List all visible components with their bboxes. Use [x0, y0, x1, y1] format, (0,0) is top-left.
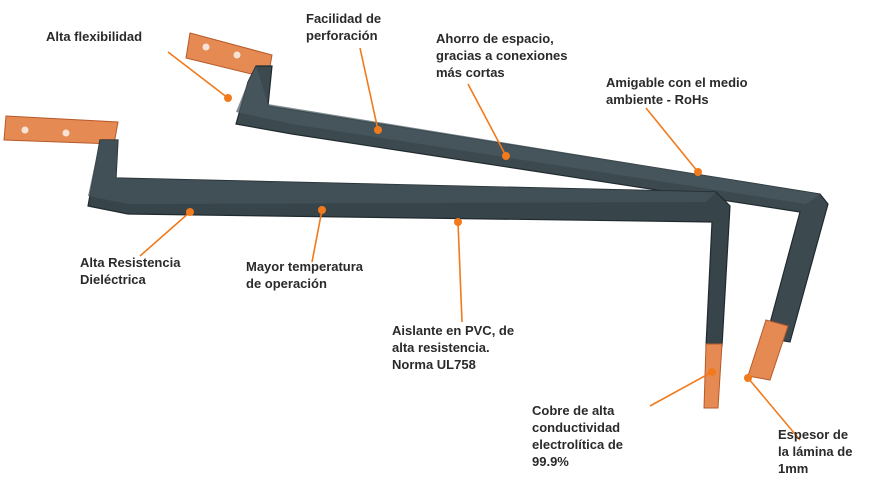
leader-alta-resistencia	[139, 211, 191, 257]
front-bar-top-face	[88, 140, 716, 204]
label-espesor-lamina: Espesor de la lámina de 1mm	[778, 427, 853, 476]
back-bar-top-face	[236, 66, 820, 204]
leader-ahorro-espacio	[467, 83, 507, 157]
leader-alta-flexibilidad	[167, 51, 229, 99]
label-cobre-alta: Cobre de alta conductividad electrolític…	[532, 403, 624, 469]
back-copper-end	[747, 319, 789, 381]
leader-mayor-temperatura	[311, 209, 323, 263]
dot-mayor-temperatura	[318, 206, 326, 214]
label-mayor-temperatura: Mayor temperatura de operación	[246, 259, 364, 291]
front-tab-hole-1	[21, 126, 29, 134]
leader-amigable-ambiente	[645, 107, 699, 173]
front-tab-hole-2	[62, 129, 70, 137]
dot-espesor-lamina	[744, 374, 752, 382]
dot-ahorro-espacio	[502, 152, 510, 160]
dot-facilidad-perforacion	[374, 126, 382, 134]
label-alta-flexibilidad: Alta flexibilidad	[46, 29, 143, 44]
label-ahorro-espacio: Ahorro de espacio, gracias a conexiones …	[436, 31, 568, 80]
dot-alta-resistencia	[186, 208, 194, 216]
label-amigable-ambiente: Amigable con el medio ambiente - RoHs	[606, 75, 748, 107]
label-alta-resistencia: Alta Resistencia Dieléctrica	[80, 255, 181, 287]
label-facilidad-perforacion: Facilidad de perforación	[306, 11, 382, 43]
dot-cobre-alta	[708, 368, 716, 376]
back-tab-hole-1	[202, 43, 210, 51]
front-copper-end	[703, 343, 723, 409]
leader-cobre-alta	[649, 371, 713, 407]
label-aislante-pvc: Aislante en PVC, de alta resistencia. No…	[392, 323, 515, 372]
dot-amigable-ambiente	[694, 168, 702, 176]
leader-facilidad-perforacion	[359, 47, 379, 131]
leader-aislante-pvc	[457, 221, 463, 323]
back-tab-hole-2	[233, 51, 241, 59]
dot-alta-flexibilidad	[224, 94, 232, 102]
dot-aislante-pvc	[454, 218, 462, 226]
leader-espesor-lamina	[747, 377, 801, 441]
